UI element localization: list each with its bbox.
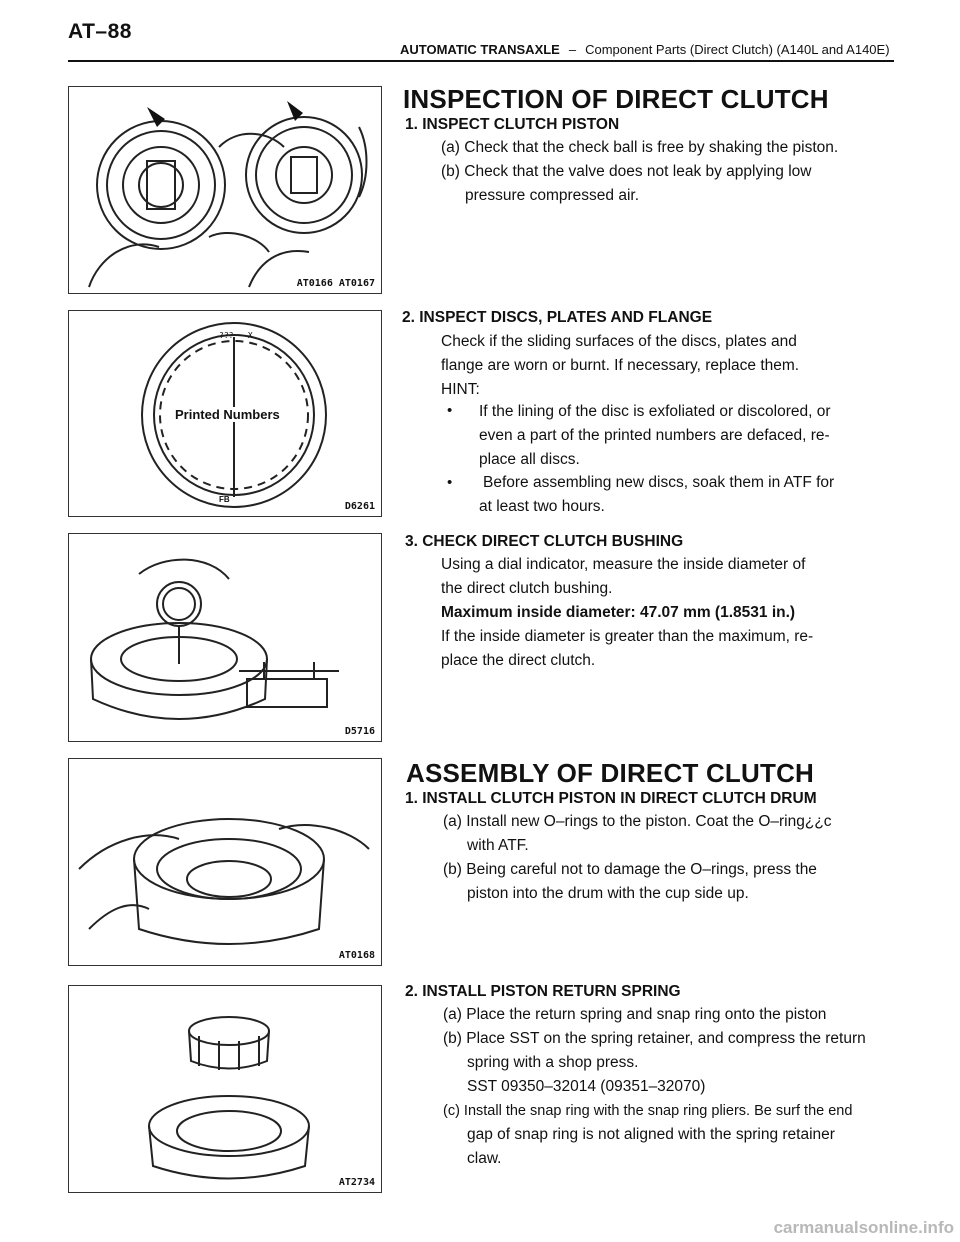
figure-clutch-disc: Printed Numbers ??? – X FB D6261 — [68, 310, 382, 517]
hint-bullet: • — [447, 402, 453, 419]
disc-mark-top: ??? – X — [219, 331, 253, 340]
bushing-line-2: the direct clutch bushing. — [441, 580, 613, 597]
piston-a-line-1: (a) Install new O–rings to the piston. C… — [443, 813, 832, 830]
spring-a: (a) Place the return spring and snap rin… — [443, 1006, 827, 1023]
bushing-line-1: Using a dial indicator, measure the insi… — [441, 556, 806, 573]
hint-label: HINT: — [441, 381, 480, 398]
piston-a-line-2: with ATF. — [467, 837, 529, 854]
sst-number: SST 09350–32014 (09351–32070) — [467, 1078, 706, 1095]
instruction-a: (a) Check that the check ball is free by… — [441, 139, 839, 156]
step-inspect-discs: 2. INSPECT DISCS, PLATES AND FLANGE — [402, 309, 713, 326]
bushing-line-4: place the direct clutch. — [441, 652, 596, 669]
hint-2: Before assembling new discs, soak them i… — [479, 471, 893, 519]
step-inspect-clutch-piston: 1. INSPECT CLUTCH PISTON — [405, 116, 620, 133]
figure-code: AT0168 — [338, 950, 375, 961]
printed-numbers-label: Printed Numbers — [173, 407, 282, 422]
spring-c-line-3: claw. — [467, 1150, 502, 1167]
discs-line-1: Check if the sliding surfaces of the dis… — [441, 333, 797, 350]
return-spring-instructions: (a) Place the return spring and snap rin… — [443, 1003, 913, 1171]
clutch-piston-instructions: (a) Check that the check ball is free by… — [441, 136, 881, 208]
spring-b-line-2: spring with a shop press. — [467, 1054, 639, 1071]
figure-return-spring: AT2734 — [68, 985, 382, 1193]
piston-b-line-2: piston into the drum with the cup side u… — [467, 885, 749, 902]
piston-b-line-1: (b) Being careful not to damage the O–ri… — [443, 861, 817, 878]
figure-code: D5716 — [344, 726, 375, 737]
figure-code: D6261 — [344, 501, 375, 512]
spring-c-line-2: gap of snap ring is not aligned with the… — [467, 1126, 835, 1143]
bushing-spec: Maximum inside diameter: 47.07 mm (1.853… — [441, 604, 796, 621]
discs-line-2: flange are worn or burnt. If necessary, … — [441, 357, 800, 374]
hint-2-line-2: at least two hours. — [479, 498, 605, 515]
hint-1-line-1: If the lining of the disc is exfoliated … — [479, 403, 831, 420]
figure-dial-indicator: D5716 — [68, 533, 382, 742]
hint-2-line-1: Before assembling new discs, soak them i… — [483, 474, 835, 491]
page-number: AT–88 — [68, 20, 132, 43]
clutch-disc-illustration — [141, 322, 327, 508]
clutch-piston-illustration — [88, 101, 368, 288]
hint-bullet: • — [447, 474, 453, 491]
return-spring-illustration — [148, 1016, 310, 1180]
install-piston-instructions: (a) Install new O–rings to the piston. C… — [443, 810, 893, 906]
piston-drum-illustration — [78, 818, 370, 945]
disc-mark-bottom: FB — [219, 495, 230, 504]
bushing-line-3: If the inside diameter is greater than t… — [441, 628, 814, 645]
instruction-b-cont: pressure compressed air. — [465, 187, 640, 204]
figure-code: AT0166 AT0167 — [296, 278, 375, 289]
hint-1: If the lining of the disc is exfoliated … — [479, 400, 889, 472]
inspection-heading: INSPECTION OF DIRECT CLUTCH — [403, 84, 829, 114]
bushing-instructions: Using a dial indicator, measure the insi… — [441, 553, 881, 673]
section-subtitle: Component Parts (Direct Clutch) (A140L a… — [585, 42, 890, 57]
dial-indicator-illustration — [90, 558, 339, 720]
header-rule — [68, 60, 894, 62]
watermark: carmanualsonline.info — [773, 1218, 954, 1237]
hint-1-line-2: even a part of the printed numbers are d… — [479, 427, 830, 444]
figure-code: AT2734 — [338, 1177, 375, 1188]
step-check-bushing: 3. CHECK DIRECT CLUTCH BUSHING — [405, 533, 684, 550]
instruction-b: (b) Check that the valve does not leak b… — [441, 163, 812, 180]
figure-piston-drum: AT0168 — [68, 758, 382, 966]
discs-instructions: Check if the sliding surfaces of the dis… — [441, 330, 881, 402]
step-install-piston: 1. INSTALL CLUTCH PISTON IN DIRECT CLUTC… — [405, 790, 817, 807]
spring-b-line-1: (b) Place SST on the spring retainer, an… — [443, 1030, 866, 1047]
hint-1-line-3: place all discs. — [479, 451, 580, 468]
header-separator: – — [568, 42, 577, 57]
assembly-heading: ASSEMBLY OF DIRECT CLUTCH — [406, 758, 815, 788]
spring-c-line-1: (c) Install the snap ring with the snap … — [443, 1103, 853, 1119]
figure-clutch-piston: AT0166 AT0167 — [68, 86, 382, 294]
running-header: AUTOMATIC TRANSAXLE–Component Parts (Dir… — [400, 42, 890, 57]
section-title: AUTOMATIC TRANSAXLE — [400, 42, 560, 57]
step-install-return-spring: 2. INSTALL PISTON RETURN SPRING — [405, 983, 681, 1000]
